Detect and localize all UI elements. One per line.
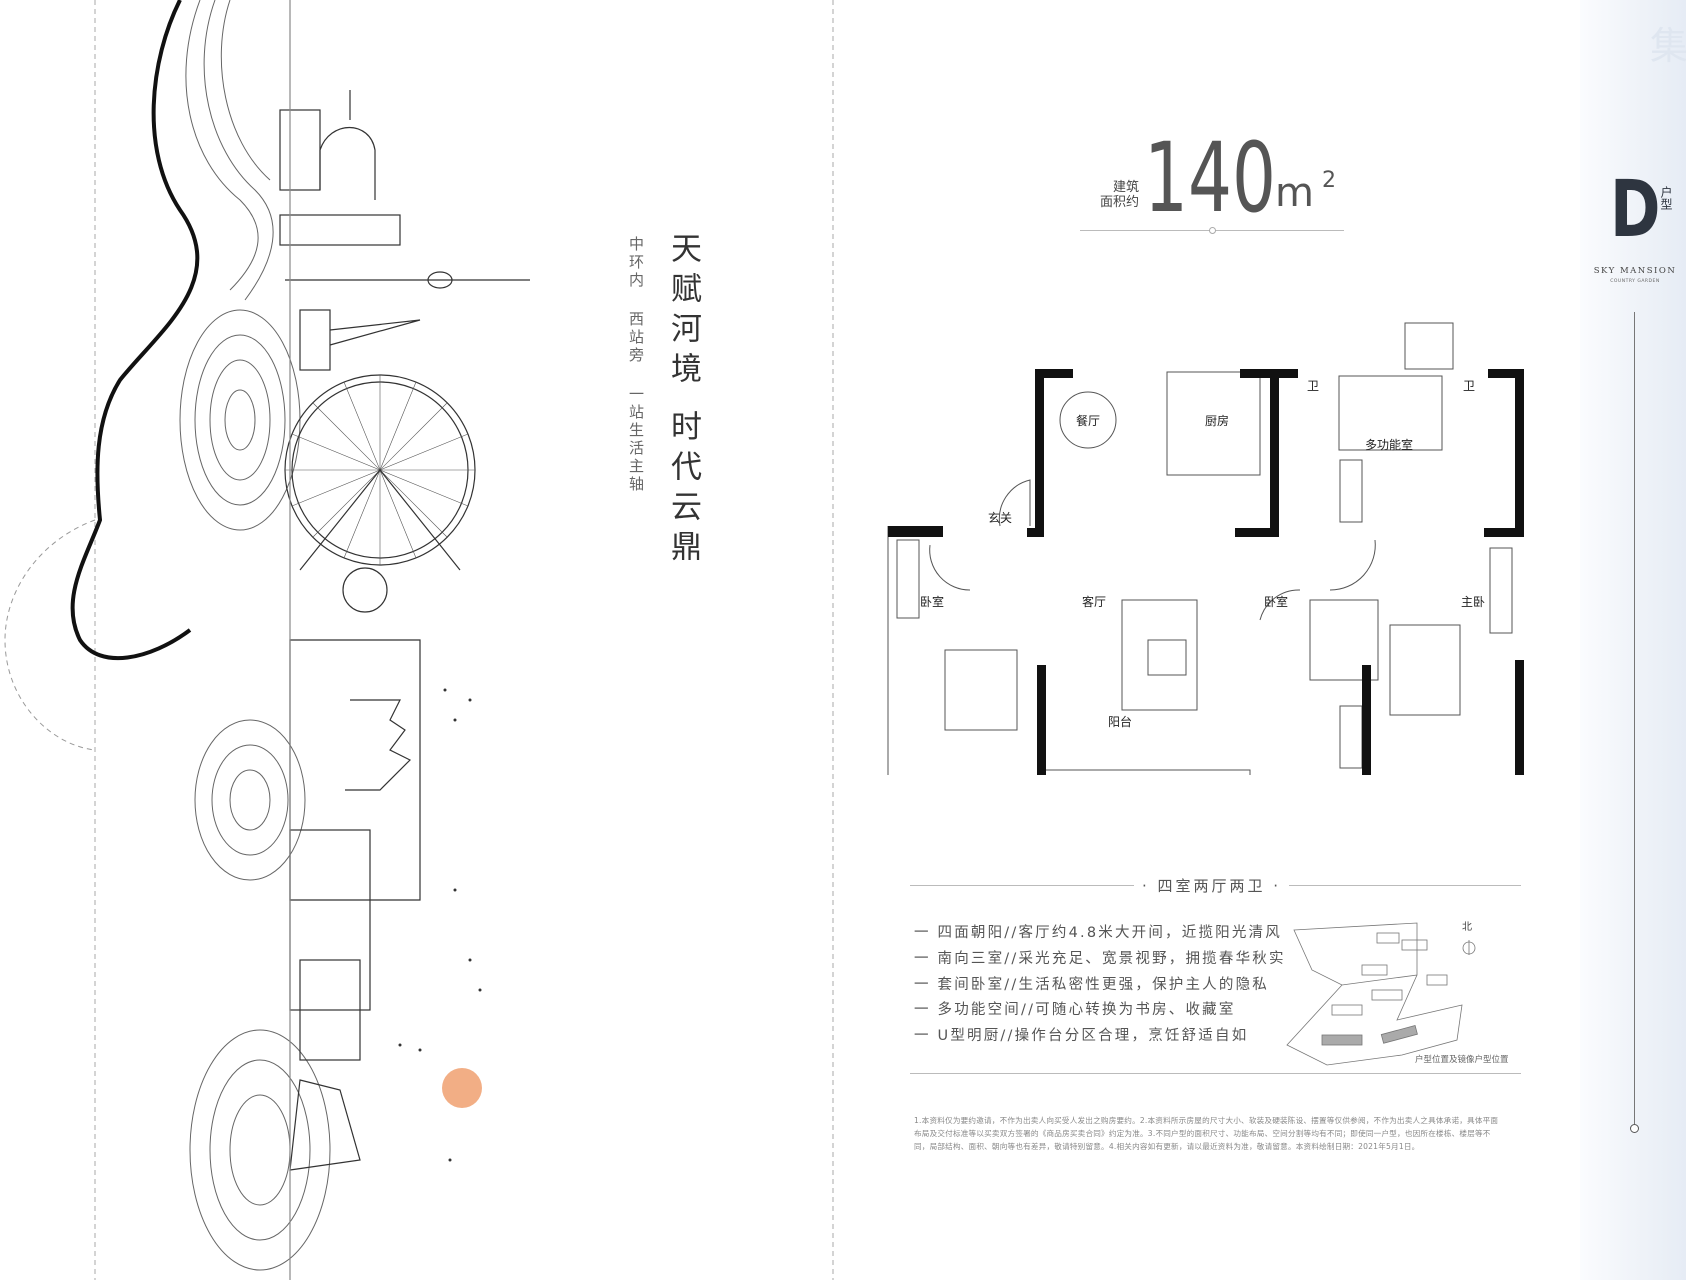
layout-title: · 四室两厅两卫 · <box>1134 875 1290 896</box>
room-bedroom-1: 卧室 <box>920 594 944 609</box>
watermark: 集 <box>1650 24 1686 68</box>
site-map <box>1286 922 1476 1066</box>
floor-plan: 餐厅 厨房 卫 多功能室 卫 玄关 卧室 客厅 卧室 主卧 阳台 <box>887 322 1524 775</box>
river-line <box>70 0 200 661</box>
feature-item: 一 南向三室//采光充足、宽景视野，拥揽春华秋实 <box>914 951 1286 967</box>
room-dining: 餐厅 <box>1076 413 1100 428</box>
room-bedroom-2: 卧室 <box>1264 594 1288 609</box>
walls <box>888 369 1524 775</box>
left-subtitle: 中环内 西站旁 一站生活主轴 <box>627 236 645 494</box>
feature-item: 一 多功能空间//可随心转换为书房、收藏室 <box>914 1002 1236 1018</box>
type-label: 户型 <box>1659 186 1673 210</box>
area-label: 建筑 面积约 <box>1100 180 1139 210</box>
type-letter: D <box>1610 165 1661 255</box>
area-unit: m <box>1275 170 1314 216</box>
left-title-1: 天赋河境 <box>665 232 701 392</box>
left-title-2: 时代云鼎 <box>665 410 701 570</box>
feature-item: 一 U型明厨//操作台分区合理，烹饪舒适自如 <box>914 1028 1249 1044</box>
room-balcony: 阳台 <box>1108 714 1132 729</box>
room-living: 客厅 <box>1082 594 1106 609</box>
dashed-arc <box>4 519 96 751</box>
birds <box>398 688 482 1162</box>
room-multi: 多功能室 <box>1365 437 1413 452</box>
section-divider-bottom <box>910 1073 1521 1074</box>
north-label: 北 <box>1462 922 1472 933</box>
area-value: 140 <box>1144 122 1276 234</box>
area-label-line-2: 面积约 <box>1100 195 1140 210</box>
room-master: 主卧 <box>1461 595 1485 609</box>
site-map-caption: 户型位置及镜像户型位置 <box>1415 1055 1509 1065</box>
buildings <box>279 0 530 1280</box>
vertical-guide-line <box>1634 312 1635 1124</box>
brand-name: SKY MANSION <box>1593 266 1677 276</box>
sun <box>442 1068 482 1108</box>
disclaimer: 1.本资料仅为要约邀请，不作为出卖人向买受人发出之购房要约。2.本资料所示房屋的… <box>914 1116 1499 1151</box>
room-bath-2: 卫 <box>1463 379 1475 393</box>
header-divider-dot <box>1209 227 1216 234</box>
room-foyer: 玄关 <box>988 510 1012 525</box>
city-skyline-illustration <box>4 0 834 1280</box>
area-label-line-1: 建筑 <box>1113 180 1140 195</box>
room-kitchen: 厨房 <box>1205 413 1229 428</box>
contour-lines <box>179 0 331 1271</box>
area-unit-sup: 2 <box>1322 168 1336 193</box>
right-brand-strip <box>1580 0 1686 1280</box>
vertical-guide-dot <box>1630 1124 1639 1133</box>
brand-sub: COUNTRY GARDEN <box>1610 279 1660 284</box>
feature-item: 一 四面朝阳//客厅约4.8米大开间，近揽阳光清风 <box>914 925 1282 941</box>
room-bath-1: 卫 <box>1307 379 1319 393</box>
feature-item: 一 套间卧室//生活私密性更强，保护主人的隐私 <box>914 977 1269 993</box>
